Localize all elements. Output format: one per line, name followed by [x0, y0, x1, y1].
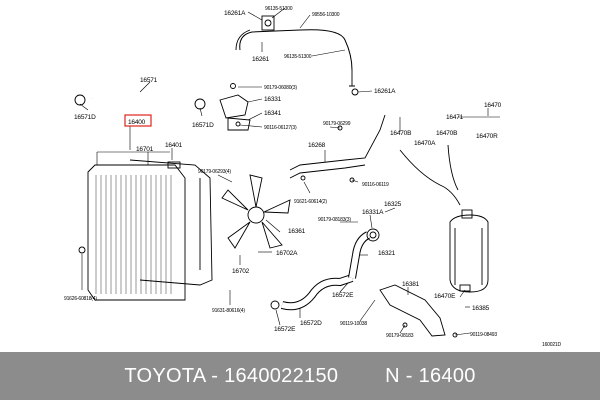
callout-16361[interactable]: 16361 [288, 228, 306, 235]
callout-90179-06293[interactable]: 90179-06293(4) [198, 169, 232, 175]
callout-90179-06299[interactable]: 90179-06299 [323, 121, 351, 127]
callout-16268[interactable]: 16268 [308, 142, 326, 149]
callout-16471[interactable]: 16471 [446, 114, 464, 121]
callout-16572e-2[interactable]: 16572E [274, 326, 296, 333]
leader-lines [79, 7, 500, 336]
reservoir-tank [399, 144, 489, 293]
water-inlet-hose [348, 228, 380, 279]
callout-16261a-top[interactable]: 16261A [224, 10, 246, 17]
callout-16381[interactable]: 16381 [402, 281, 420, 288]
highlighted-part-box [124, 114, 152, 127]
lower-radiator-hose [270, 274, 354, 311]
callout-16470e[interactable]: 16470E [434, 293, 456, 300]
callout-16385[interactable]: 16385 [472, 305, 490, 312]
callout-96135-51300-b[interactable]: 96135-51300 [284, 54, 312, 60]
upper-radiator-hose [74, 87, 206, 111]
callout-91621-60614[interactable]: 91621-60614(2) [294, 199, 328, 205]
callout-16331a[interactable]: 16331A [362, 209, 384, 216]
water-outlet-housing [219, 83, 251, 131]
callout-16572e-1[interactable]: 16572E [332, 292, 354, 299]
callout-90179-08183-3[interactable]: 90179-08183(3) [318, 217, 352, 223]
callout-91631-80616[interactable]: 91631-80616(4) [212, 308, 246, 314]
callout-99556-10300[interactable]: 99556-10300 [312, 12, 340, 18]
callout-16702a[interactable]: 16702A [276, 250, 298, 257]
callout-16701[interactable]: 16701 [136, 146, 154, 153]
callout-16470b-2[interactable]: 16470B [436, 130, 457, 137]
callout-16470[interactable]: 16470 [484, 102, 502, 109]
water-pipe-bracket [289, 114, 386, 183]
callout-16321[interactable]: 16321 [378, 250, 396, 257]
callout-16572d[interactable]: 16572D [300, 320, 322, 327]
callout-16571d-2[interactable]: 16571D [192, 122, 214, 129]
radiator-assembly [78, 161, 186, 301]
callout-90179-06080[interactable]: 90179-06080(3) [264, 85, 298, 91]
callout-16261[interactable]: 16261 [252, 56, 270, 63]
callout-labels: 16261A 96135-51300 99556-10300 16261 961… [64, 6, 562, 348]
callout-16331[interactable]: 16331 [264, 96, 282, 103]
part-number-footer: TOYOTA - 1640022150 N - 16400 [0, 352, 600, 400]
callout-16341[interactable]: 16341 [264, 110, 282, 117]
callout-90116-06119[interactable]: 90116-06119 [362, 182, 389, 188]
callout-16571[interactable]: 16571 [140, 77, 158, 84]
part-number-text: TOYOTA - 1640022150 N - 16400 [124, 364, 476, 387]
callout-90179-08183[interactable]: 90179-08183 [386, 333, 414, 339]
callout-16470b-1[interactable]: 16470B [390, 130, 411, 137]
callout-90116-06127[interactable]: 90116-06127(3) [264, 125, 297, 131]
callout-16702[interactable]: 16702 [232, 268, 250, 275]
callout-16401[interactable]: 16401 [165, 142, 183, 149]
diagram-reference-code: 160021D [542, 342, 561, 348]
cooling-fan [221, 174, 291, 249]
callout-91626-60818[interactable]: 91626-60818(4) [64, 296, 98, 302]
callout-16470a[interactable]: 16470A [414, 140, 436, 147]
cooling-system-exploded-diagram: 16261A 96135-51300 99556-10300 16261 961… [64, 6, 562, 348]
callout-16325[interactable]: 16325 [384, 201, 402, 208]
bypass-hose-assembly [235, 15, 359, 96]
callout-96135-51300-top[interactable]: 96135-51300 [265, 6, 293, 12]
callout-90119-10038[interactable]: 90119-10038 [340, 321, 368, 327]
callout-16261a-right[interactable]: 16261A [374, 88, 396, 95]
callout-90119-08493[interactable]: 90119-08493 [470, 332, 498, 338]
callout-16470r[interactable]: 16470R [476, 133, 498, 140]
callout-16400[interactable]: 16400 [128, 119, 146, 126]
fan-shroud [129, 159, 213, 286]
callout-16571d[interactable]: 16571D [74, 114, 96, 121]
